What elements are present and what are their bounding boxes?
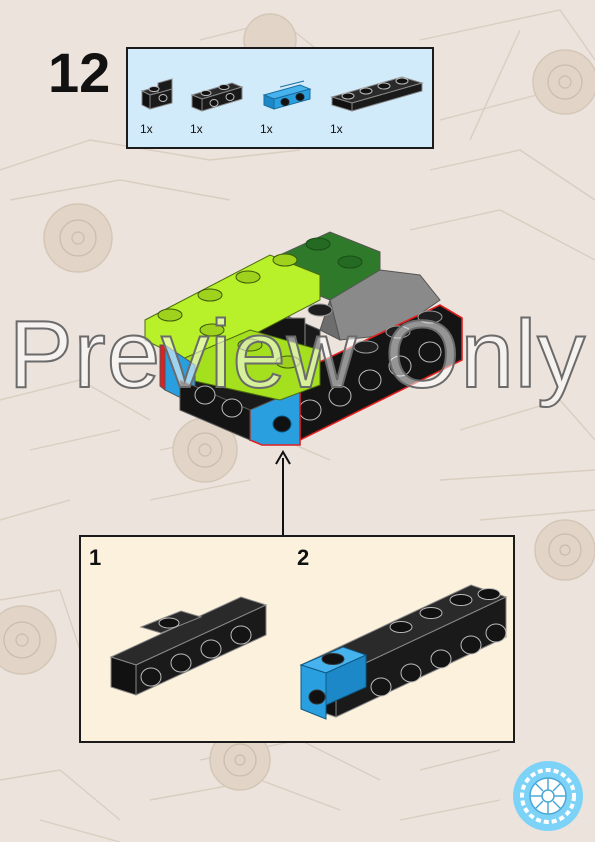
- part-bracket-1x2-blue: [262, 80, 312, 110]
- tire-wheel-icon: [513, 761, 583, 831]
- part-bracket-1x1-black: [140, 78, 174, 110]
- sub-step-number-2: 2: [297, 545, 310, 570]
- sub-assembly-illustrations: [109, 584, 508, 720]
- part-qty-3: 1x: [260, 122, 273, 136]
- part-qty-1: 1x: [140, 122, 153, 136]
- sub-step-1-model: [109, 596, 268, 696]
- part-bracket-1x2-black: [190, 82, 244, 112]
- part-qty-4: 1x: [330, 122, 343, 136]
- step-number: 12: [48, 41, 111, 104]
- sub-step-number-1: 1: [89, 545, 102, 570]
- part-qty-2: 1x: [190, 122, 203, 136]
- parts-illustrations: [140, 76, 424, 112]
- parts-list-box: 1x 1x 1x 1x: [126, 47, 434, 149]
- assembly-arrow: [275, 450, 291, 535]
- sub-assembly-box: 1 2: [79, 535, 515, 743]
- sub-step-2-blue-bracket: [299, 646, 368, 720]
- part-plate-1x4-black: [330, 76, 424, 112]
